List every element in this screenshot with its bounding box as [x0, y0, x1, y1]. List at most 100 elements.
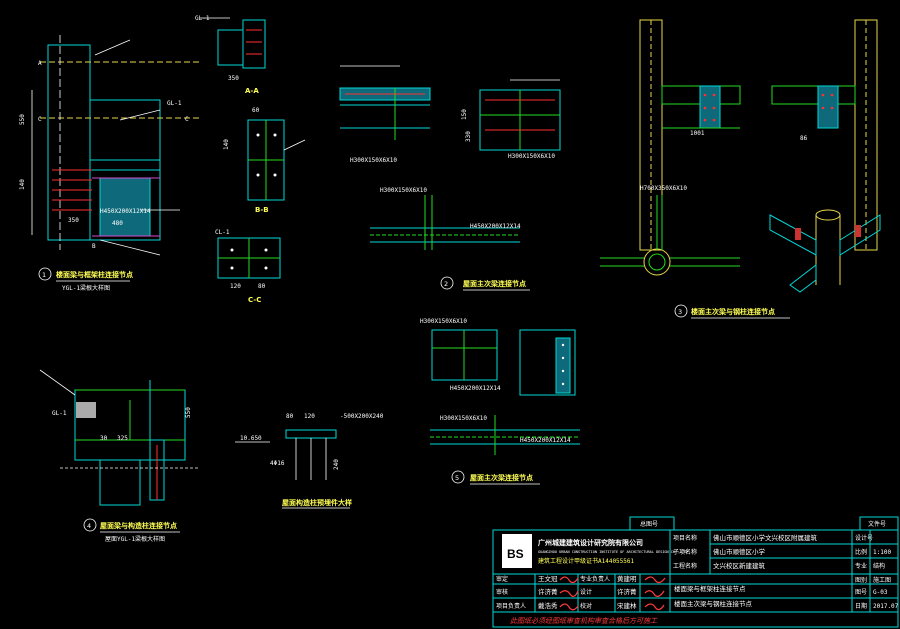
detail-5: H300X150X6X10 H450X200X12X14 H300X150X6X… [420, 318, 580, 485]
svg-text:H450X200X12X14: H450X200X12X14 [100, 208, 151, 215]
dim-550: 550 [19, 114, 26, 125]
svg-text:H450X200X12X14: H450X200X12X14 [450, 385, 501, 392]
svg-text:建筑工程设计甲级证书A144055561: 建筑工程设计甲级证书A144055561 [538, 557, 635, 565]
drawing-title-line-1: 楼面梁与框架柱连接节点 [674, 584, 746, 593]
svg-text:4Φ16: 4Φ16 [270, 460, 285, 467]
detail-2-number-circle [440, 276, 454, 290]
svg-text:施工图: 施工图 [873, 576, 891, 584]
detail-4-title: 屋面梁与构造柱连接节点 [100, 521, 177, 530]
svg-text:-500X200X240: -500X200X240 [340, 413, 384, 420]
svg-text:王文冠: 王文冠 [538, 574, 558, 583]
detail-3-number-circle [674, 304, 688, 318]
svg-text:4: 4 [87, 522, 91, 530]
detail-5-number-circle [451, 470, 465, 484]
svg-text:许济菁: 许济菁 [617, 587, 637, 596]
svg-text:1001: 1001 [690, 130, 705, 137]
detail-2-title: 屋面主次梁连接节点 [463, 279, 526, 288]
svg-text:H300X150X6X10: H300X150X6X10 [380, 187, 427, 194]
svg-text:C: C [185, 116, 189, 123]
svg-text:文件号: 文件号 [868, 520, 886, 528]
svg-text:日期: 日期 [855, 602, 867, 610]
svg-text:佛山市顺德区小学: 佛山市顺德区小学 [713, 547, 766, 556]
section-c-c-label: C-C [248, 296, 261, 304]
svg-text:H300X150X6X10: H300X150X6X10 [420, 318, 467, 325]
elev-10650: 10.650 [240, 435, 262, 442]
svg-text:80: 80 [286, 413, 294, 420]
svg-text:350: 350 [228, 75, 239, 82]
dim-480: 480 [112, 220, 123, 227]
detail-4-number-circle [83, 518, 97, 532]
svg-text:工程名称: 工程名称 [673, 562, 697, 570]
svg-text:戴浩秀: 戴浩秀 [538, 601, 558, 610]
svg-text:80: 80 [258, 283, 266, 290]
svg-text:比例: 比例 [855, 548, 867, 556]
detail-1: 550 140 350 480 GL-1 A C C B H450X200X12… [19, 35, 200, 292]
svg-text:子项名称: 子项名称 [673, 548, 697, 556]
section-a-a: GL-1 350 A-A [195, 15, 266, 95]
detail-1-title: 楼面梁与框架柱连接节点 [56, 270, 133, 279]
company-logo [502, 534, 532, 568]
signatures [559, 576, 666, 611]
svg-text:GL-1: GL-1 [195, 15, 210, 22]
svg-text:86: 86 [800, 135, 808, 142]
svg-text:550: 550 [185, 407, 192, 418]
svg-text:文兴校区新建建筑: 文兴校区新建建筑 [713, 561, 766, 570]
sheet-date: 2017.07 [873, 603, 899, 610]
svg-text:设计号: 设计号 [855, 534, 873, 542]
section-a-a-label: A-A [245, 87, 259, 95]
svg-text:120: 120 [230, 283, 241, 290]
svg-text:结构: 结构 [873, 562, 885, 570]
svg-text:140: 140 [19, 179, 26, 190]
svg-text:3: 3 [678, 308, 682, 316]
svg-text:YGL-1梁根大样图: YGL-1梁根大样图 [62, 284, 110, 292]
svg-text:审核: 审核 [496, 588, 508, 596]
svg-text:5: 5 [455, 474, 459, 482]
svg-text:325: 325 [117, 435, 128, 442]
detail-5-title: 屋面主次梁连接节点 [470, 473, 533, 482]
svg-text:120: 120 [304, 413, 315, 420]
svg-text:图别: 图别 [855, 576, 867, 584]
detail-6-title: 屋面构造柱预埋件大样 [282, 498, 352, 507]
svg-text:审定: 审定 [496, 575, 508, 583]
company-name: 广州城建建筑设计研究院有限公司 [538, 538, 643, 547]
svg-text:30: 30 [100, 435, 108, 442]
approval-warning: 此图纸必须经图纸审查机构审查合格后方可施工 [510, 617, 658, 625]
label-gl1: GL-1 [167, 100, 182, 107]
detail-1-number-circle [38, 267, 52, 281]
svg-text:设计: 设计 [580, 588, 592, 596]
detail-3: 1001 86 H700X350X6X10 3 楼面主次梁与钢柱连接节点 [600, 19, 881, 319]
svg-text:项目负责人: 项目负责人 [496, 602, 526, 610]
drawing-title-line-2: 楼面主次梁与钢柱连接节点 [674, 599, 753, 608]
svg-text:H450X200X12X14: H450X200X12X14 [520, 437, 571, 444]
dim-350: 350 [68, 217, 79, 224]
section-b-b: 60 140 B-B [223, 107, 306, 214]
svg-text:240: 240 [333, 459, 340, 470]
detail-6: 80 120 -500X200X240 4Φ16 240 屋面构造柱预埋件大样 [270, 413, 384, 509]
svg-text:专业负责人: 专业负责人 [580, 575, 610, 583]
svg-text:B: B [92, 243, 96, 250]
section-b-b-label: B-B [255, 206, 269, 214]
title-block: 总图号 文件号 BS 广州城建建筑设计研究院有限公司 GUANGZHOU URB… [492, 516, 899, 628]
svg-text:1:100: 1:100 [873, 549, 891, 556]
svg-text:H450X200X12X14: H450X200X12X14 [470, 223, 521, 230]
svg-text:专业: 专业 [855, 562, 867, 570]
svg-text:H300X150X6X10: H300X150X6X10 [440, 415, 487, 422]
svg-text:黄建明: 黄建明 [617, 574, 637, 583]
svg-text:330: 330 [465, 131, 472, 142]
svg-text:1: 1 [42, 271, 46, 279]
svg-text:总图号: 总图号 [640, 520, 658, 528]
svg-text:H300X150X6X10: H300X150X6X10 [508, 153, 555, 160]
svg-text:BS: BS [507, 547, 524, 561]
svg-text:H700X350X6X10: H700X350X6X10 [640, 185, 687, 192]
svg-text:图号: 图号 [855, 589, 867, 596]
svg-text:CL-1: CL-1 [215, 229, 230, 236]
svg-text:2: 2 [444, 280, 448, 288]
svg-text:屋面YGL-1梁根大样图: 屋面YGL-1梁根大样图 [105, 535, 165, 543]
detail-4: GL-1 30 325 550 10.650 4 屋面梁与构造柱连接节点 屋面Y… [39, 369, 270, 543]
svg-text:校对: 校对 [580, 602, 592, 610]
svg-text:宋建林: 宋建林 [617, 601, 637, 610]
svg-text:GL-1: GL-1 [52, 410, 67, 417]
svg-text:60: 60 [252, 107, 260, 114]
section-c-c: CL-1 120 80 C-C [215, 229, 281, 304]
